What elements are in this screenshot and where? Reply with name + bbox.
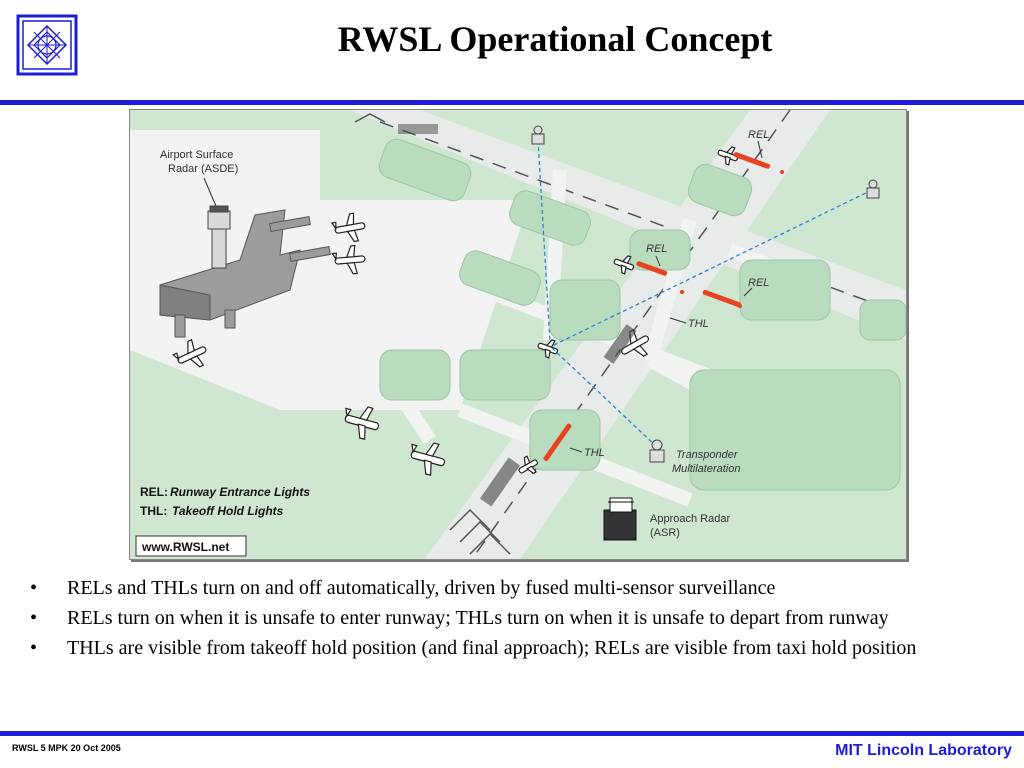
- bullet-dot-icon: •: [30, 637, 38, 659]
- thl-label-lower: THL: [584, 447, 605, 459]
- multilat-sensor-right-icon: [866, 179, 880, 199]
- runway-threshold-chevrons: [354, 113, 511, 555]
- svg-text:Airport Surface: Airport Surface: [160, 149, 233, 161]
- transponder-label: Transponder Multilateration: [672, 449, 740, 475]
- rwsl-airport-diagram: Airport Surface Radar (ASDE) REL REL REL…: [129, 109, 907, 560]
- svg-text:Approach Radar: Approach Radar: [650, 513, 730, 525]
- bullet-item: • RELs turn on when it is unsafe to ente…: [30, 606, 1020, 630]
- bullet-item: • THLs are visible from takeoff hold pos…: [30, 636, 1020, 660]
- aircraft-icons: [172, 146, 739, 477]
- svg-text:Radar (ASDE): Radar (ASDE): [168, 163, 238, 175]
- svg-text:Transponder: Transponder: [676, 449, 739, 461]
- footer-divider: [0, 731, 1024, 736]
- rel-label-right: REL: [748, 277, 769, 289]
- surveillance-links: [537, 139, 873, 449]
- svg-text:Runway Entrance Lights: Runway Entrance Lights: [170, 485, 310, 499]
- thl-label-upper: THL: [688, 318, 709, 330]
- rel-label-top: REL: [748, 129, 769, 141]
- bullet-item: • RELs and THLs turn on and off automati…: [30, 576, 1020, 600]
- asde-label: Airport Surface Radar (ASDE): [160, 149, 238, 175]
- runway-markings: [398, 124, 637, 507]
- terminal-building: [159, 209, 331, 338]
- control-tower-icon: [207, 205, 231, 269]
- slide-title: RWSL Operational Concept: [337, 19, 773, 59]
- footer-organization: MIT Lincoln Laboratory: [835, 742, 1012, 759]
- rel-thl-lights: [543, 152, 784, 461]
- svg-text:(ASR): (ASR): [650, 527, 680, 539]
- bullet-text: RELs and THLs turn on and off automatica…: [67, 577, 776, 599]
- asde-sensor-icon: [531, 125, 545, 145]
- apron-area: [130, 130, 530, 410]
- svg-text:REL:: REL:: [140, 485, 168, 499]
- title-divider: [0, 100, 1024, 105]
- svg-text:Takeoff Hold Lights: Takeoff Hold Lights: [172, 504, 284, 518]
- rel-label-middle: REL: [646, 243, 667, 255]
- diagram-legend: REL: Runway Entrance Lights THL: Takeoff…: [140, 485, 310, 518]
- svg-text:Multilateration: Multilateration: [672, 463, 740, 475]
- bullet-list: • RELs and THLs turn on and off automati…: [30, 576, 1020, 666]
- transponder-multilateration-icon: [649, 439, 665, 463]
- approach-radar-icon: [603, 497, 637, 541]
- bullet-text: RELs turn on when it is unsafe to enter …: [67, 607, 889, 629]
- mit-ll-logo-icon: [16, 14, 78, 76]
- bullet-dot-icon: •: [30, 607, 38, 629]
- bullet-dot-icon: •: [30, 577, 38, 599]
- bullet-text: THLs are visible from takeoff hold posit…: [67, 637, 917, 659]
- website-label: www.RWSL.net: [141, 540, 229, 554]
- footer-slide-id: RWSL 5 MPK 20 Oct 2005: [12, 743, 121, 753]
- approach-radar-label: Approach Radar (ASR): [650, 513, 730, 539]
- svg-text:THL:: THL:: [140, 504, 167, 518]
